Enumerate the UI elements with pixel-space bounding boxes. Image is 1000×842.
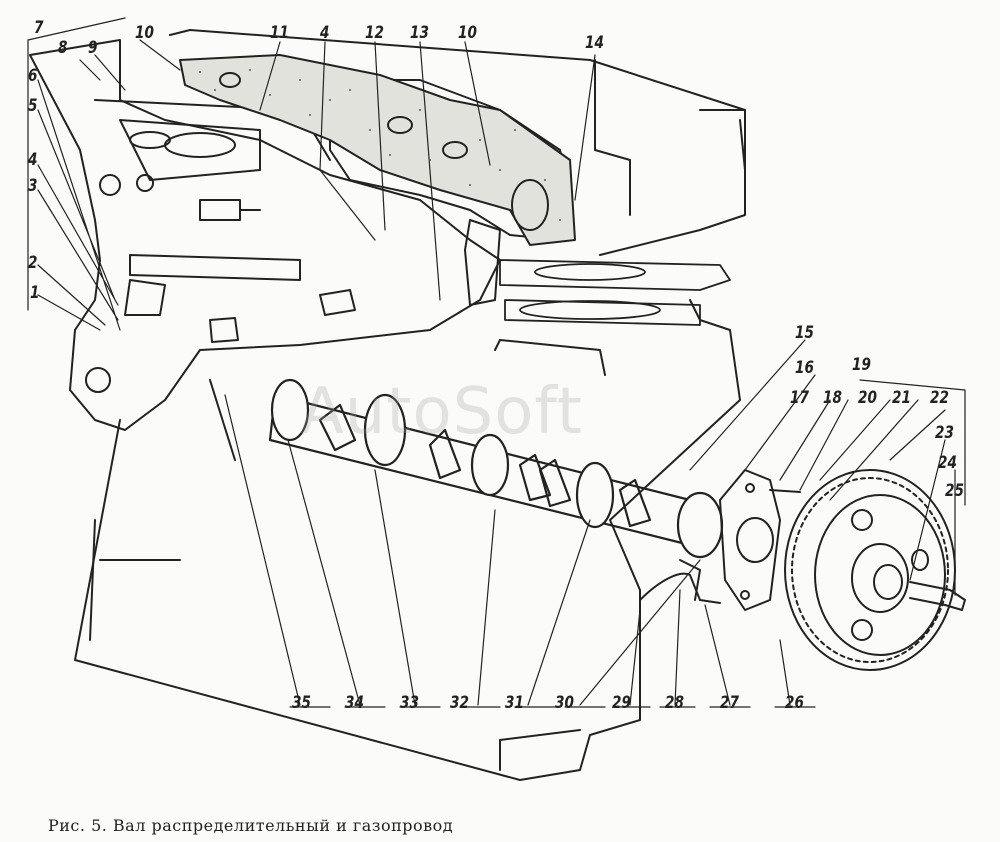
callout-9: 9: [88, 38, 98, 58]
callout-18: 18: [823, 388, 842, 408]
callout-10a: 10: [135, 23, 154, 43]
callout-8: 8: [58, 38, 68, 58]
intake-manifold: [29, 39, 501, 431]
callout-22: 22: [930, 388, 949, 408]
manifold-gasket: [179, 54, 576, 246]
callout-4b: 4: [320, 23, 330, 43]
oil-pipe: [639, 559, 721, 604]
callout-14: 14: [585, 33, 604, 53]
callout-25: 25: [945, 481, 964, 501]
callout-26: 26: [785, 693, 804, 713]
callout-1: 1: [30, 283, 40, 303]
callout-29: 29: [612, 693, 631, 713]
callout-2: 2: [28, 253, 38, 273]
callout-35: 35: [292, 693, 311, 713]
callout-15: 15: [795, 323, 814, 343]
callout-19: 19: [852, 355, 871, 375]
callout-34: 34: [345, 693, 364, 713]
figure-caption: Рис. 5. Вал распределительный и газопров…: [48, 816, 454, 835]
callout-27: 27: [720, 693, 739, 713]
callout-10b: 10: [458, 23, 477, 43]
callout-30: 30: [555, 693, 574, 713]
callout-32: 32: [450, 693, 469, 713]
camshaft-gear: [784, 469, 966, 671]
callout-33: 33: [400, 693, 419, 713]
callout-21: 21: [892, 388, 911, 408]
callout-13: 13: [410, 23, 429, 43]
callout-11: 11: [270, 23, 289, 43]
callout-4: 4: [28, 150, 38, 170]
watermark-text: AutoSoft: [300, 375, 583, 449]
engine-block: [74, 29, 746, 781]
callout-20: 20: [858, 388, 877, 408]
leader-lines: [27, 17, 966, 708]
callout-5: 5: [28, 96, 38, 116]
callout-6: 6: [28, 66, 38, 86]
callout-7: 7: [34, 18, 44, 38]
manifold-gasket-speckle: [199, 69, 561, 221]
callout-16: 16: [795, 358, 814, 378]
callout-28: 28: [665, 693, 684, 713]
callout-31: 31: [505, 693, 524, 713]
camshaft: [268, 378, 724, 559]
callout-24: 24: [938, 453, 957, 473]
callout-3: 3: [28, 176, 38, 196]
callout-23: 23: [935, 423, 954, 443]
head-gasket: [499, 259, 731, 326]
callout-12: 12: [365, 23, 384, 43]
thrust-flange: [719, 469, 801, 611]
callout-17: 17: [790, 388, 809, 408]
